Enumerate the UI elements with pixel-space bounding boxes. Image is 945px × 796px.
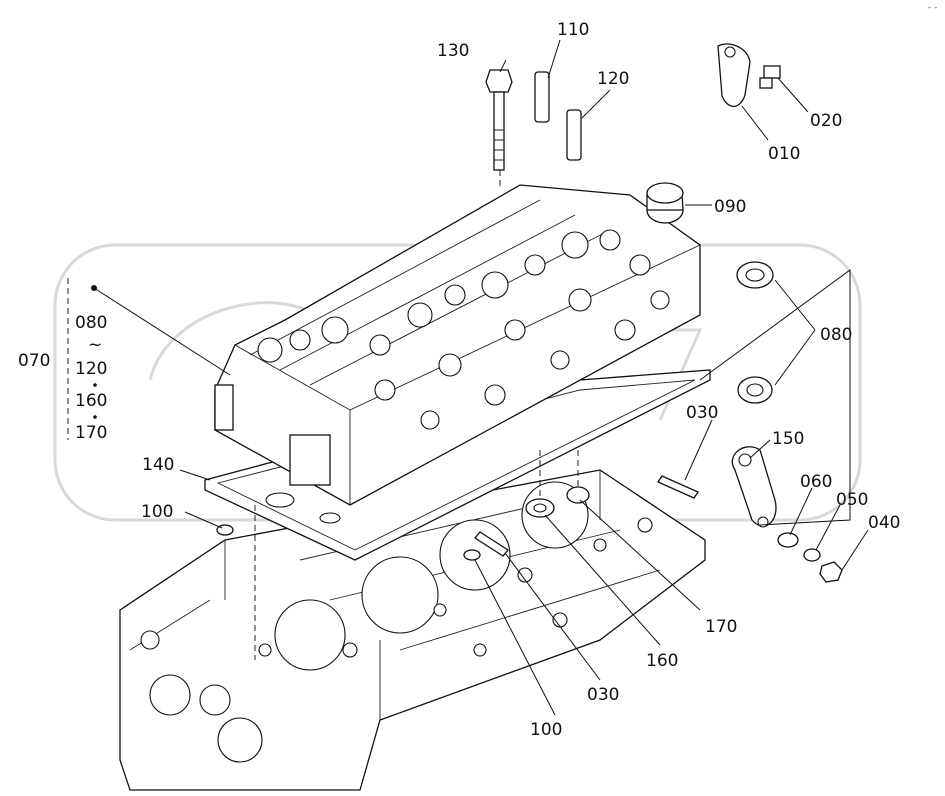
range-120: 120 <box>75 359 107 379</box>
callout-170: 170 <box>705 617 737 637</box>
cylinder-block <box>119 469 706 791</box>
callout-070: 070 <box>18 351 50 371</box>
callout-060: 060 <box>800 472 832 492</box>
ring-160 <box>525 498 555 518</box>
corner-mark: - - <box>928 3 937 13</box>
range-dot-2 <box>93 415 97 419</box>
nut-040 <box>819 561 843 583</box>
callout-080: 080 <box>820 325 852 345</box>
head-bolt <box>485 69 513 171</box>
callout-labels: 130 110 120 010 020 090 080 150 060 050 … <box>18 20 900 740</box>
leader-lines <box>93 39 869 716</box>
callout-120: 120 <box>597 69 629 89</box>
plug-cap <box>646 182 684 224</box>
callout-160: 160 <box>646 651 678 671</box>
callout-100-left: 100 <box>141 502 173 522</box>
pin-100-center <box>463 549 481 561</box>
callout-030-lower: 030 <box>587 685 619 705</box>
callout-010: 010 <box>768 144 800 164</box>
hanger-bolt <box>759 65 781 89</box>
callout-090: 090 <box>714 197 746 217</box>
range-start: 080 <box>75 313 107 333</box>
spring-washer-050 <box>803 548 821 562</box>
washer-060 <box>777 532 799 548</box>
callout-140: 140 <box>142 455 174 475</box>
callout-050: 050 <box>836 490 868 510</box>
bracket <box>731 446 777 528</box>
range-160: 160 <box>75 391 107 411</box>
callout-150: 150 <box>772 429 804 449</box>
sleeve-110 <box>534 71 550 123</box>
callout-040: 040 <box>868 513 900 533</box>
cylinder-head <box>214 184 701 506</box>
callout-030-upper: 030 <box>686 403 718 423</box>
stud-030-lower <box>474 531 509 557</box>
range-170: 170 <box>75 423 107 443</box>
seal-ring-lower <box>737 376 773 404</box>
kit-range-dot <box>91 285 97 291</box>
callout-020: 020 <box>810 111 842 131</box>
stud-030-upper <box>657 475 699 499</box>
callout-110: 110 <box>557 20 589 40</box>
callout-100-center: 100 <box>530 720 562 740</box>
range-dot-1 <box>93 383 97 387</box>
engine-hanger <box>717 43 751 108</box>
ring-170 <box>566 486 590 504</box>
callout-130: 130 <box>437 41 469 61</box>
alignment-lines <box>67 170 579 660</box>
kit-range-group: 080 ~ 120 160 170 <box>75 285 107 443</box>
seal-ring-upper <box>736 261 774 289</box>
range-tilde: ~ <box>88 335 102 355</box>
sleeve-120 <box>566 109 582 161</box>
head-valve-holes <box>257 229 670 430</box>
